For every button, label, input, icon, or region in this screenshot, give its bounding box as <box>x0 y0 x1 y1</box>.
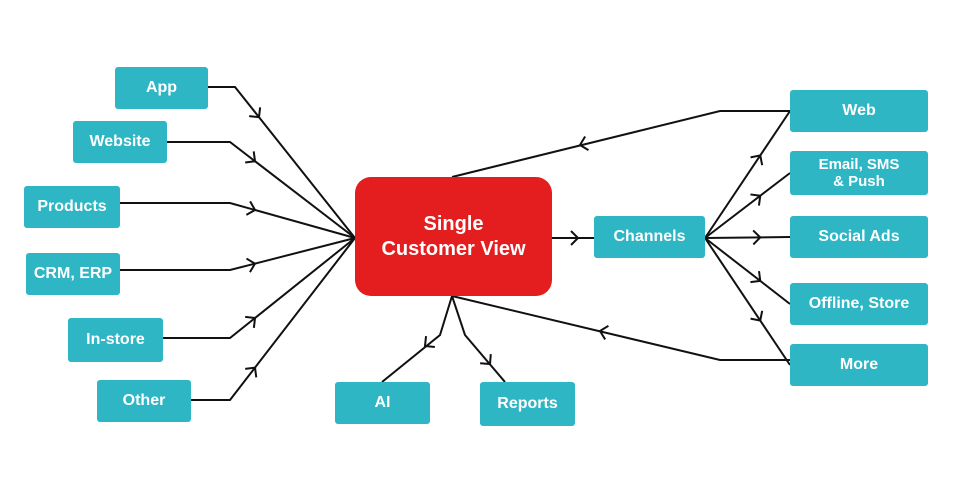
center-node-single-customer-view: Single Customer View <box>355 177 552 296</box>
edge-center-to-channels-arrow <box>570 230 580 246</box>
source-node-products: Products <box>24 186 120 228</box>
channel-node-more: More <box>790 344 928 386</box>
edge-channels-to-offline-store-arrow <box>750 270 762 284</box>
edge-center-to-reports-arrow <box>480 354 492 366</box>
edge-app-to-center <box>208 86 356 239</box>
channel-node-email-sms-push: Email, SMS & Push <box>790 151 928 195</box>
edge-channels-to-email-sms-push-arrow <box>750 193 762 206</box>
edge-app-to-center-arrow <box>249 107 262 119</box>
edge-channels-to-more <box>704 237 791 366</box>
edge-channels-to-email-sms-push <box>704 172 791 239</box>
edge-channels-to-offline-store <box>704 237 791 305</box>
edge-channels-to-web <box>704 110 791 239</box>
output-node-ai: AI <box>335 382 430 424</box>
edge-more-to-center <box>451 295 790 361</box>
channel-node-offline-store: Offline, Store <box>790 283 928 325</box>
edge-center-to-reports <box>451 295 506 383</box>
source-node-website: Website <box>73 121 167 163</box>
source-node-other: Other <box>97 380 191 422</box>
edge-other-to-center <box>191 237 356 401</box>
edge-channels-to-web-arrow <box>750 154 764 166</box>
channel-node-social-ads: Social Ads <box>790 216 928 258</box>
source-node-crm-erp: CRM, ERP <box>26 253 120 295</box>
edge-channels-to-social-ads-arrow <box>752 229 762 246</box>
edge-channels-to-social-ads <box>704 236 791 239</box>
edge-in-store-to-center-arrow <box>245 315 257 328</box>
channel-node-web: Web <box>790 90 928 132</box>
edge-in-store-to-center <box>163 237 356 339</box>
edge-web-to-center <box>451 110 790 178</box>
edge-website-to-center <box>167 141 356 239</box>
edge-web-to-center-arrow <box>578 136 589 151</box>
edge-products-to-center-arrow <box>245 200 257 216</box>
output-node-reports: Reports <box>480 382 575 426</box>
source-node-app: App <box>115 67 208 109</box>
edge-center-to-ai-arrow <box>423 336 435 349</box>
edge-crm-erp-to-center <box>120 237 356 271</box>
edge-more-to-center-arrow <box>598 324 609 340</box>
channels-node: Channels <box>594 216 705 258</box>
source-node-in-store: In-store <box>68 318 163 362</box>
edge-other-to-center-arrow <box>245 366 258 378</box>
edge-crm-erp-to-center-arrow <box>245 257 257 273</box>
edge-channels-to-more-arrow <box>750 310 764 322</box>
edge-center-to-ai <box>381 295 453 383</box>
edge-website-to-center-arrow <box>245 151 257 164</box>
edge-products-to-center <box>120 202 356 239</box>
